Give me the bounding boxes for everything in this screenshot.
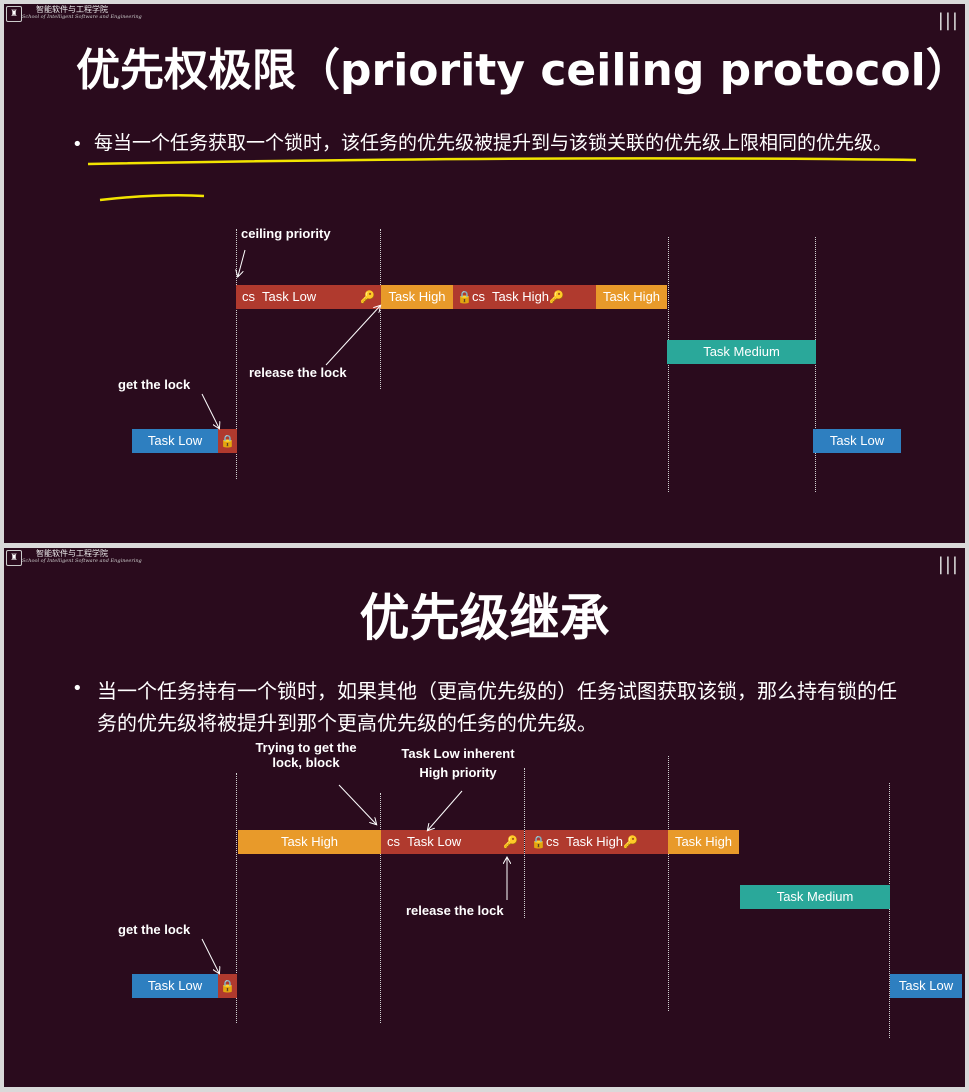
timeline-marker — [889, 783, 890, 1038]
arrow — [428, 790, 463, 830]
task-high-label: Task High — [565, 834, 624, 849]
cs-label: cs — [471, 289, 485, 304]
task-high-label: Task High — [674, 834, 733, 849]
bar-task-medium: Task Medium — [667, 340, 816, 364]
label-line: Task Low inherent — [401, 746, 515, 761]
school-name-en: School of Intelligent Software and Engin… — [22, 558, 142, 564]
task-low-label: Task Low — [898, 978, 954, 993]
arrow — [201, 938, 219, 973]
highlight-underline — [87, 157, 917, 166]
timeline-marker — [668, 237, 669, 492]
cs-label: cs — [545, 834, 559, 849]
slide-priority-ceiling: ♜ 智能软件与工程学院 School of Intelligent Softwa… — [4, 4, 965, 543]
highlight-underline — [99, 193, 205, 202]
timeline-marker — [668, 756, 669, 1011]
key-icon: 🔑 — [360, 290, 375, 304]
bar-task-low: Task Low — [132, 974, 218, 998]
label-ceiling-priority: ceiling priority — [241, 226, 331, 241]
bar-lock-acquire: 🔒 — [218, 429, 237, 453]
slide-title: 优先权极限（priority ceiling protocol） — [76, 45, 965, 96]
key-icon: 🔑 — [549, 290, 564, 304]
label-release-the-lock: release the lock — [406, 903, 504, 918]
label-get-the-lock: get the lock — [118, 922, 191, 937]
task-low-label: Task Low — [829, 433, 885, 448]
timeline-marker — [380, 229, 381, 389]
bar-task-low: Task Low — [813, 429, 901, 453]
timeline-marker — [524, 768, 525, 918]
timeline-marker — [815, 237, 816, 492]
bullet-text: 当一个任务持有一个锁时，如果其他（更高优先级的）任务试图获取该锁，那么持有锁的任… — [97, 679, 897, 735]
arrow — [238, 249, 246, 276]
label-line: Trying to get the — [255, 740, 357, 755]
key-icon: 🔑 — [623, 835, 638, 849]
label-inherent-priority: Task Low inherent High priority — [390, 744, 526, 782]
task-low-label: Task Low — [147, 433, 203, 448]
task-low-label: Task Low — [407, 834, 462, 849]
task-low-label: Task Low — [147, 978, 203, 993]
lock-icon: 🔒 — [531, 835, 546, 849]
task-medium-label: Task Medium — [703, 344, 780, 359]
school-name-cn: 智能软件与工程学院 — [36, 5, 108, 14]
arrow — [325, 306, 380, 366]
bar-task-low-cs: cs Task Low 🔑 — [381, 830, 524, 854]
timeline-marker — [380, 793, 381, 1023]
bar-task-high: Task High — [668, 830, 739, 854]
arrow — [338, 784, 376, 824]
bullet-marker: • — [72, 678, 83, 699]
cs-label: cs — [242, 289, 255, 304]
task-low-label: Task Low — [262, 289, 317, 304]
slide-priority-inheritance: ♜ 智能软件与工程学院 School of Intelligent Softwa… — [4, 548, 965, 1087]
label-trying-get-lock: Trying to get the lock, block — [242, 740, 370, 770]
school-name-cn: 智能软件与工程学院 — [36, 549, 108, 558]
presentation-bars-icon[interactable]: ||| — [937, 554, 959, 575]
school-name-en: School of Intelligent Software and Engin… — [22, 14, 142, 20]
timeline-marker — [236, 229, 237, 479]
task-high-label: Task High — [491, 289, 550, 304]
task-high-label: Task High — [602, 289, 661, 304]
bar-task-low-cs: cs Task Low 🔑 — [236, 285, 381, 309]
bar-task-high: Task High — [238, 830, 381, 854]
bar-task-high: Task High — [381, 285, 453, 309]
bar-task-low: Task Low — [890, 974, 962, 998]
bar-task-low: Task Low — [132, 429, 218, 453]
timeline-marker — [236, 773, 237, 1023]
bar-task-high-cs: 🔒cs Task High🔑 — [525, 830, 668, 854]
key-icon: 🔑 — [503, 835, 518, 849]
label-release-the-lock: release the lock — [249, 365, 347, 380]
label-get-the-lock: get the lock — [118, 377, 191, 392]
bullet-marker: • — [72, 134, 83, 155]
bar-task-high-cs: 🔒cs Task High🔑 — [453, 285, 596, 309]
bar-lock-acquire: 🔒 — [218, 974, 237, 998]
label-line: High priority — [419, 765, 497, 780]
bar-task-medium: Task Medium — [740, 885, 890, 909]
cs-label: cs — [387, 834, 400, 849]
lock-icon: 🔒 — [457, 290, 472, 304]
task-high-label: Task High — [388, 289, 446, 304]
arrow — [201, 393, 219, 428]
school-logo-icon: ♜ — [6, 6, 22, 22]
task-high-label: Task High — [280, 834, 339, 849]
label-line: lock, block — [272, 755, 340, 770]
lock-icon: 🔒 — [220, 979, 235, 993]
task-medium-label: Task Medium — [776, 889, 854, 904]
school-logo-icon: ♜ — [6, 550, 22, 566]
bar-task-high: Task High — [596, 285, 667, 309]
bullet-text: 每当一个任务获取一个锁时，该任务的优先级被提升到与该锁关联的优先级上限相同的优先… — [94, 132, 893, 154]
presentation-bars-icon[interactable]: ||| — [937, 10, 959, 31]
lock-icon: 🔒 — [220, 434, 235, 448]
slide-title: 优先级继承 — [359, 589, 610, 647]
